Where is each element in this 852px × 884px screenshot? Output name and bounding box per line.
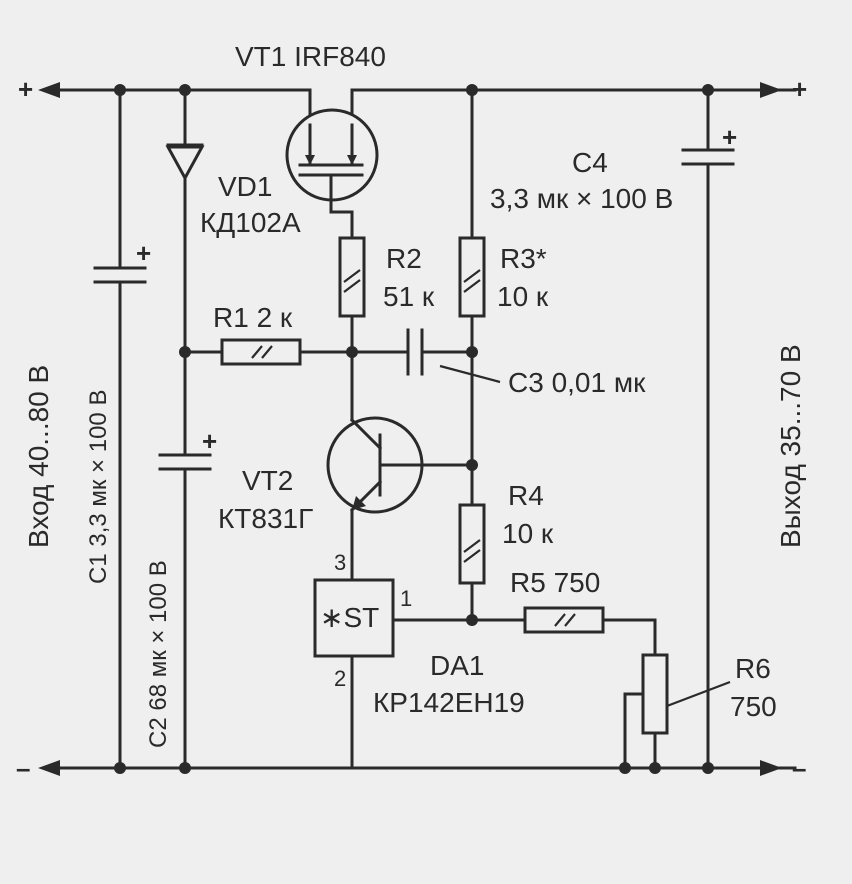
resistor-r2 — [338, 210, 366, 412]
da1-ref: DA1 — [430, 650, 484, 681]
da1-pin-3: 3 — [334, 550, 346, 575]
r1-label: R1 2 к — [213, 302, 293, 333]
input-plus-arrow — [38, 82, 60, 98]
capacitor-c4 — [681, 88, 735, 770]
r3-value: 10 к — [497, 281, 549, 312]
capacitor-c1 — [93, 88, 147, 770]
r4-value: 10 к — [502, 518, 554, 549]
vt2-ref: VT2 — [242, 465, 293, 496]
capacitor-c2 — [158, 350, 212, 770]
output-minus-terminal: – — [792, 753, 806, 783]
r6-value: 750 — [730, 691, 777, 722]
da1-pin-2: 2 — [334, 666, 346, 691]
negative-rail — [38, 760, 797, 776]
positive-rail — [38, 82, 797, 127]
r2-ref: R2 — [386, 243, 422, 274]
input-plus-terminal: + — [18, 74, 33, 104]
mosfet-vt1 — [285, 108, 379, 214]
vd1-ref: VD1 — [218, 171, 272, 202]
output-plus-arrow — [760, 82, 782, 98]
c4-ref: C4 — [572, 147, 608, 178]
c2-label: C2 68 мк × 100 В — [145, 560, 172, 748]
regulator-da1 — [313, 578, 527, 770]
output-minus-arrow — [760, 760, 782, 776]
resistor-r5 — [523, 606, 657, 657]
da1-pin-1: 1 — [400, 586, 412, 611]
c3-label: C3 0,01 мк — [508, 367, 646, 398]
diode-vd1 — [165, 88, 205, 354]
capacitor-c3 — [350, 328, 501, 384]
output-voltage-label: Выход 35...70 В — [775, 344, 806, 548]
resistor-r4 — [458, 503, 486, 622]
resistor-r1 — [183, 338, 354, 366]
c1-label: C1 3,3 мк × 100 В — [85, 390, 112, 584]
r6-ref: R6 — [735, 653, 771, 684]
input-minus-arrow — [38, 760, 60, 776]
transistor-vt2 — [326, 408, 474, 582]
r5-label: R5 750 — [510, 567, 600, 598]
r2-value: 51 к — [383, 281, 435, 312]
vt2-type: КТ831Г — [218, 503, 313, 534]
resistor-r3 — [458, 88, 486, 507]
output-plus-terminal: + — [792, 74, 807, 104]
junction-dots — [114, 84, 714, 774]
c1-polarity: + — [136, 238, 151, 268]
vd1-type: КД102А — [200, 207, 301, 238]
da1-body-text: ∗ST — [320, 602, 379, 633]
da1-type: КР142ЕН19 — [373, 687, 525, 718]
r3-ref: R3* — [500, 243, 547, 274]
c4-polarity: + — [722, 122, 737, 152]
c2-polarity: + — [202, 426, 217, 456]
r4-ref: R4 — [508, 480, 544, 511]
trimmer-r6 — [623, 653, 731, 770]
c4-value: 3,3 мк × 100 В — [490, 183, 673, 214]
input-minus-terminal: – — [16, 753, 30, 783]
input-voltage-label: Вход 40...80 В — [23, 365, 54, 548]
vt1-label: VT1 IRF840 — [235, 41, 386, 72]
